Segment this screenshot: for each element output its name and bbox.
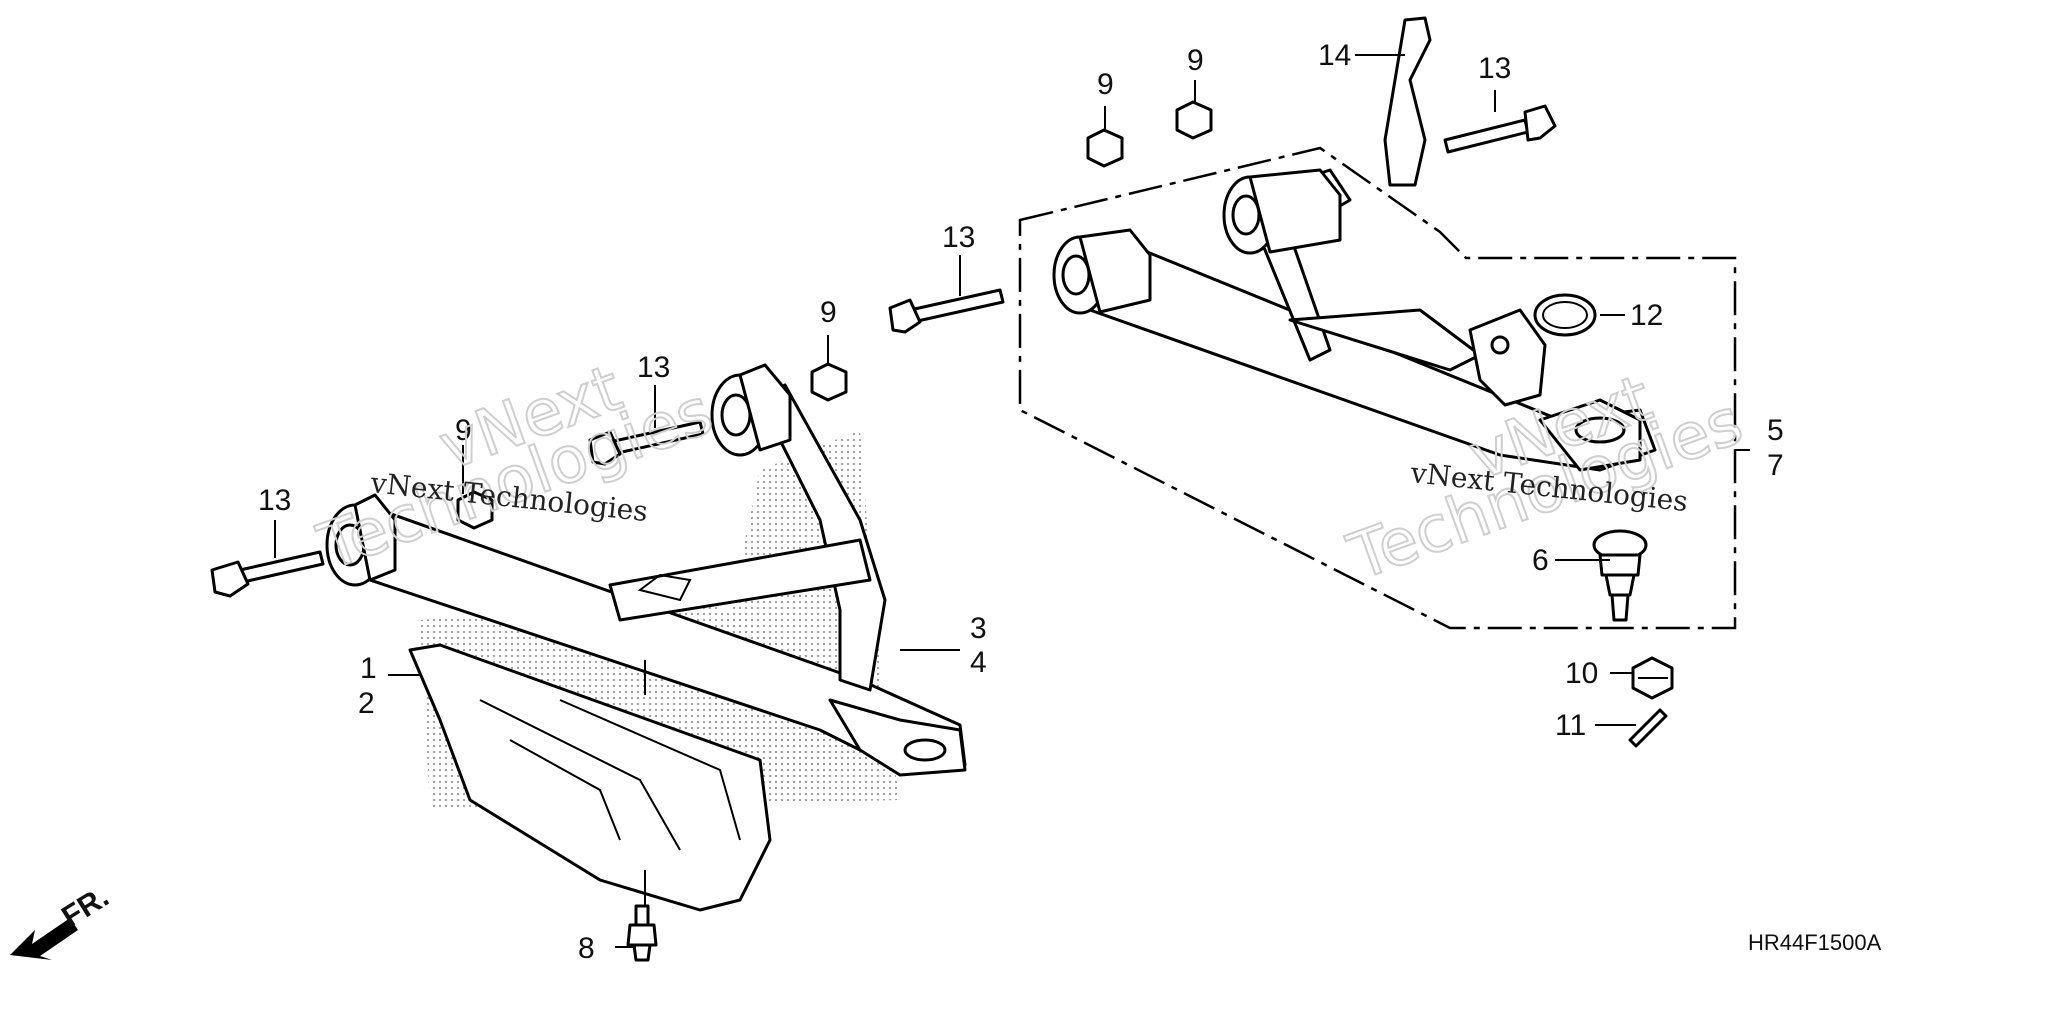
callout-9a: 9 (1097, 68, 1114, 101)
front-arrow-icon (10, 918, 78, 960)
bolt-13d (210, 550, 325, 598)
callout-11: 11 (1555, 709, 1586, 742)
callout-13c: 13 (637, 351, 670, 384)
guard-plate (1383, 16, 1432, 187)
callout-12: 12 (1630, 299, 1663, 332)
flange-nut-9b (1175, 100, 1213, 140)
callout-9c: 9 (820, 296, 837, 329)
bolt-8 (626, 904, 658, 962)
callout-10: 10 (1565, 657, 1598, 690)
bolt-13c (588, 420, 705, 466)
flange-nut-9a (1086, 128, 1124, 168)
bolt-13a (1443, 104, 1557, 154)
callout-9d: 9 (455, 414, 472, 447)
callout-5: 5 (1767, 414, 1784, 447)
watermark-left: vNext Technologies vNext Technologies (308, 351, 723, 587)
callout-7: 7 (1767, 449, 1784, 482)
bolt-13b (888, 288, 1005, 334)
callout-4: 4 (970, 646, 987, 679)
leader-lines (274, 54, 1750, 948)
flange-nut-9d (456, 490, 494, 530)
callout-6: 6 (1532, 544, 1549, 577)
cotter-pin (1628, 708, 1668, 748)
callout-8: 8 (578, 932, 595, 965)
lower-arm-assembly (325, 363, 967, 777)
castle-nut (1631, 656, 1674, 700)
callout-9b: 9 (1187, 44, 1204, 77)
callout-1: 1 (360, 652, 377, 685)
assembly-boundary (1018, 146, 1737, 630)
skid-plate (408, 643, 772, 912)
callout-2: 2 (358, 687, 375, 720)
callout-3: 3 (970, 612, 987, 645)
drawing-code: HR44F1500A (1748, 930, 1882, 955)
callout-14: 14 (1318, 39, 1351, 72)
flange-nut-9c (810, 362, 848, 402)
callout-13b: 13 (942, 221, 975, 254)
ball-joint (1592, 529, 1648, 622)
callout-13a: 13 (1478, 52, 1511, 85)
snap-ring (1533, 293, 1597, 337)
upper-arm-assembly (1052, 168, 1657, 472)
callout-13d: 13 (258, 484, 291, 517)
